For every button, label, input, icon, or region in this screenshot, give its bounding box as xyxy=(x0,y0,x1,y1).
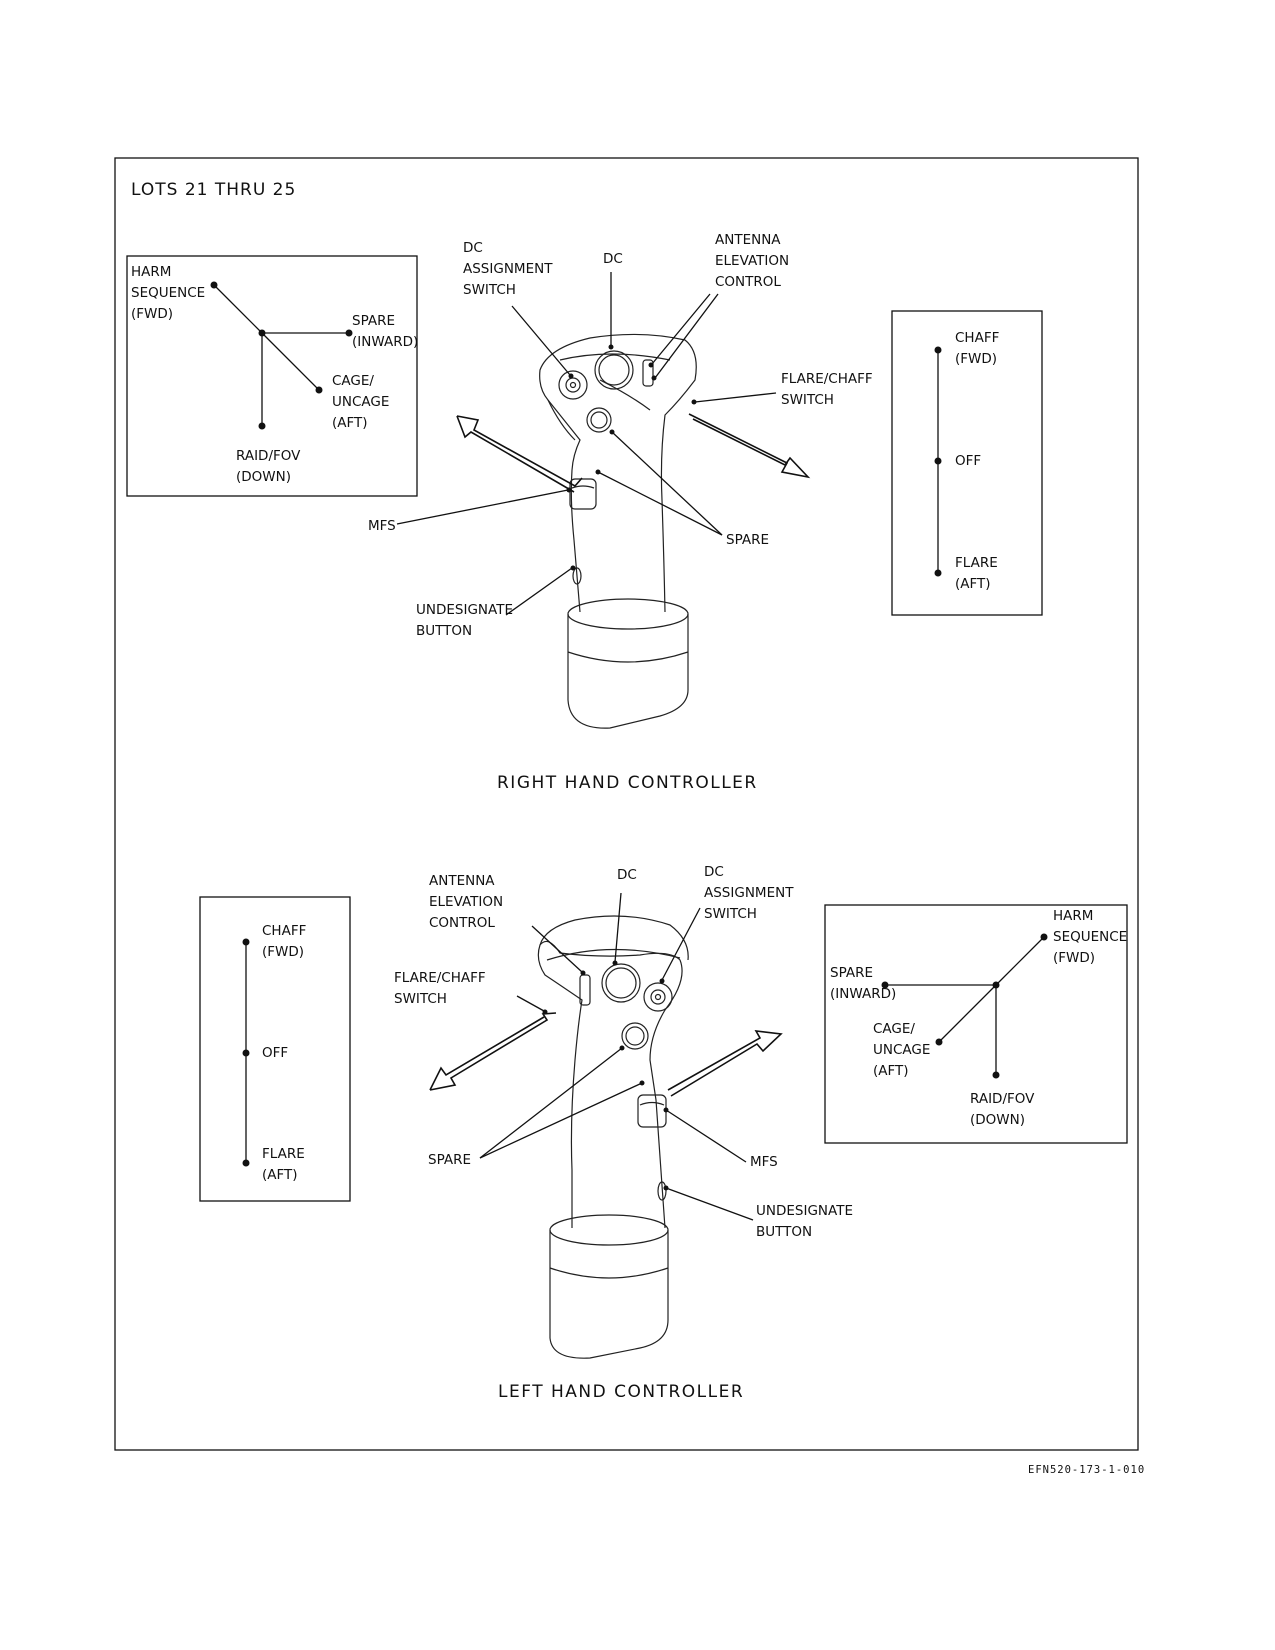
right-spare-button xyxy=(586,407,612,433)
left-mfs-raid-label: RAID/FOV (DOWN) xyxy=(970,1091,1039,1128)
left-leader-lines xyxy=(479,892,754,1221)
left-chaff-label: CHAFF (FWD) xyxy=(262,923,311,960)
left-antenna-label: ANTENNA ELEVATION CONTROL xyxy=(429,873,507,931)
left-mfs-switch xyxy=(637,1094,667,1128)
left-mfs-label: MFS xyxy=(750,1154,778,1170)
right-dc-assignment-label: DC ASSIGNMENT SWITCH xyxy=(463,240,557,298)
right-chaff-flare-box: CHAFF (FWD) OFF FLARE (AFT) xyxy=(891,310,1043,616)
right-motion-arrow xyxy=(456,413,811,493)
right-mfs-cage-label: CAGE/ UNCAGE (AFT) xyxy=(332,373,394,431)
left-dc-assignment-switch xyxy=(643,982,673,1012)
left-mfs-spare-label: SPARE (INWARD) xyxy=(830,965,896,1002)
right-mfs-spare-label: SPARE (INWARD) xyxy=(352,313,418,350)
right-mfs-harm-label: HARM SEQUENCE (FWD) xyxy=(131,264,210,322)
left-flare-chaff-label: FLARE/CHAFF SWITCH xyxy=(394,970,490,1007)
header-title: LOTS 21 THRU 25 xyxy=(131,180,296,200)
outer-frame xyxy=(114,157,1139,1451)
right-hand-controller: DC ASSIGNMENT SWITCH DC ANTENNA ELEVATIO… xyxy=(126,232,1043,793)
right-undesignate-button xyxy=(572,567,582,585)
right-spare-label: SPARE xyxy=(726,532,769,548)
left-motion-arrow xyxy=(429,1012,783,1097)
left-hand-controller: ANTENNA ELEVATION CONTROL DC DC ASSIGNME… xyxy=(199,864,1132,1402)
right-undesignate-label: UNDESIGNATE BUTTON xyxy=(416,602,517,639)
right-chaff-label: CHAFF (FWD) xyxy=(955,330,1004,367)
right-mfs-label: MFS xyxy=(368,518,396,534)
right-mfs-position-box: HARM SEQUENCE (FWD) SPARE (INWARD) CAGE/… xyxy=(126,255,418,497)
left-flare-label: FLARE (AFT) xyxy=(262,1146,309,1183)
left-caption: LEFT HAND CONTROLLER xyxy=(498,1382,744,1402)
left-spare-button xyxy=(621,1022,649,1050)
left-undesignate-label: UNDESIGNATE BUTTON xyxy=(756,1203,857,1240)
right-leader-lines xyxy=(396,272,777,616)
right-dc-assignment-switch xyxy=(558,370,588,400)
left-spare-label: SPARE xyxy=(428,1152,471,1168)
left-undesignate-button xyxy=(657,1181,667,1201)
left-mfs-harm-label: HARM SEQUENCE (FWD) xyxy=(1053,908,1132,966)
right-controller-base xyxy=(567,598,689,729)
right-flare-chaff-label: FLARE/CHAFF SWITCH xyxy=(781,371,877,408)
right-caption: RIGHT HAND CONTROLLER xyxy=(497,773,758,793)
right-mfs-switch xyxy=(569,478,597,510)
left-mfs-position-box: HARM SEQUENCE (FWD) SPARE (INWARD) CAGE/… xyxy=(824,904,1132,1144)
right-antenna-label: ANTENNA ELEVATION CONTROL xyxy=(715,232,793,290)
left-dc-button xyxy=(601,963,641,1003)
figure-id: EFN520-173-1-010 xyxy=(1028,1464,1145,1476)
right-antenna-elevation-wheel xyxy=(642,359,654,387)
left-antenna-elevation-wheel xyxy=(579,974,591,1006)
right-controller-grip xyxy=(539,333,697,613)
left-mfs-cage-label: CAGE/ UNCAGE (AFT) xyxy=(873,1021,935,1079)
left-dc-assignment-label: DC ASSIGNMENT SWITCH xyxy=(704,864,798,922)
left-controller-base xyxy=(549,1214,669,1359)
right-dc-button xyxy=(594,350,634,390)
right-mfs-raid-label: RAID/FOV (DOWN) xyxy=(236,448,305,485)
right-flare-label: FLARE (AFT) xyxy=(955,555,1002,592)
left-chaff-flare-box: CHAFF (FWD) OFF FLARE (AFT) xyxy=(199,896,351,1202)
left-dc-label: DC xyxy=(617,867,637,883)
right-dc-label: DC xyxy=(603,251,623,267)
right-off-label: OFF xyxy=(955,453,981,469)
left-off-label: OFF xyxy=(262,1045,288,1061)
